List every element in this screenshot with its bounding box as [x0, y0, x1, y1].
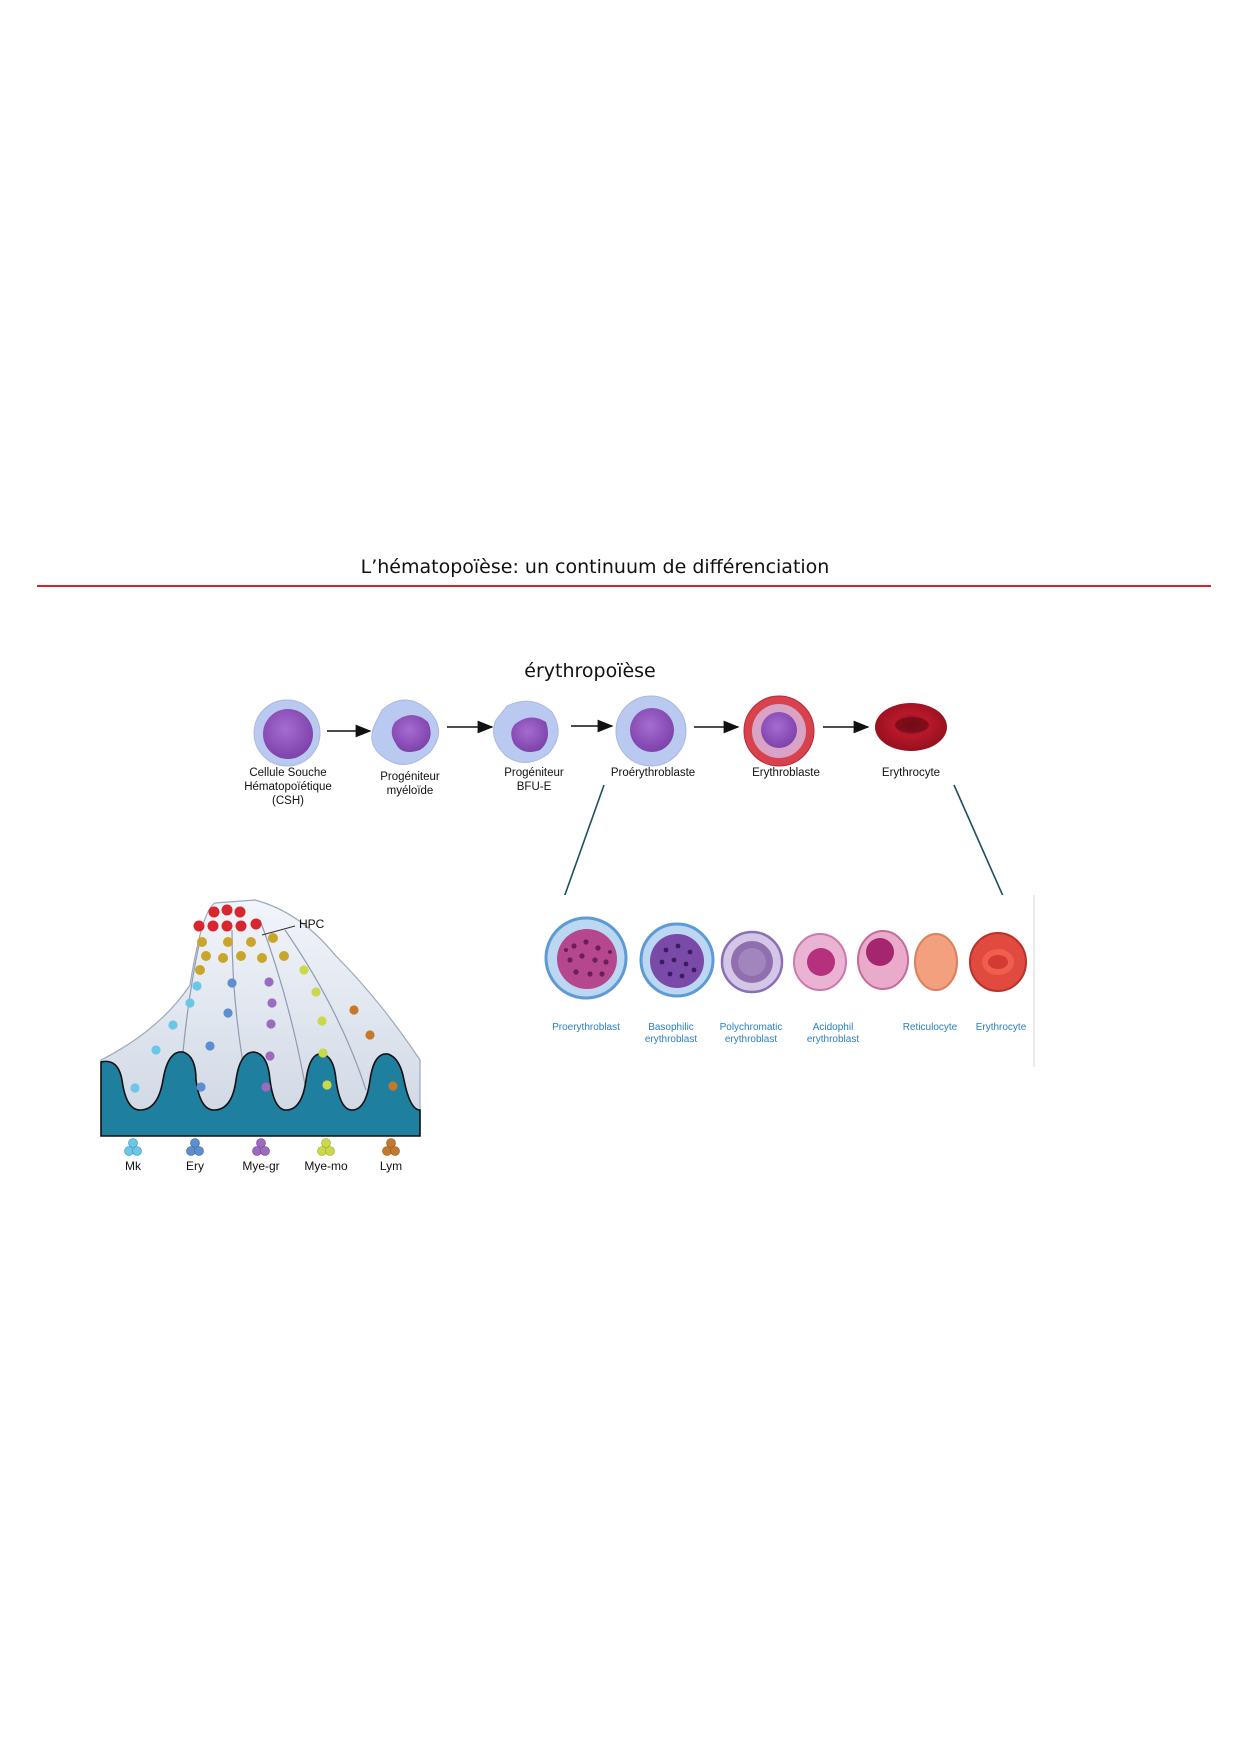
legend-mye-gr-dots [252, 1138, 270, 1156]
legend-lym-dots [382, 1138, 400, 1156]
detail-reticulocyte-nucleus-exit [857, 930, 909, 990]
hsc-cell [253, 699, 321, 767]
stage-label-erythrocyte: Erythrocyte [881, 767, 941, 779]
legend-label-mye-mo: Mye-mo [304, 1159, 348, 1173]
detail-label-acidophil: Acidophil erythroblast [806, 1022, 860, 1045]
stage-label-myeloid-progenitor: Progéniteur myéloïde [380, 771, 440, 797]
detail-label-reticulocyte: Reticulocyte [902, 1022, 958, 1033]
hpc-label: HPC [299, 917, 325, 931]
section-title: érythropoïèse [524, 660, 656, 682]
legend-label-lym: Lym [379, 1159, 403, 1173]
detail-label-erythrocyte: Erythrocyte [975, 1022, 1027, 1033]
stage-label-hsc: Cellule Souche Hématopoïétique (CSH) [244, 767, 332, 807]
legend-mk-dots [124, 1138, 142, 1156]
proerythroblast-cell [615, 695, 687, 767]
detail-label-basophilic: Basophilic erythroblast [644, 1022, 698, 1045]
detail-label-proerythroblast: Proerythroblast [552, 1022, 620, 1033]
waddington-landscape [100, 899, 421, 1137]
multipotent-cells [195, 933, 289, 975]
stage-label-bfu-e: Progéniteur BFU-E [504, 767, 564, 793]
legend-label-mye-gr: Mye-gr [242, 1159, 280, 1173]
detail-acidophil-erythroblast [793, 933, 847, 991]
detail-polychromatic-erythroblast [720, 930, 784, 994]
stage-label-proerythroblast: Proérythroblaste [610, 767, 696, 779]
detail-proerythroblast [544, 916, 628, 1000]
detail-erythrocyte [969, 932, 1027, 992]
erythroblast-cell [743, 695, 815, 767]
lineage-cells [130, 965, 398, 1093]
legend-ery-dots [186, 1138, 204, 1156]
title-divider [37, 585, 1211, 587]
legend-label-ery: Ery [186, 1159, 204, 1173]
detail-label-polychromatic: Polychromatic erythroblast [719, 1022, 783, 1045]
page-title: L’hématopoïèse: un continuum de différen… [360, 556, 830, 578]
detail-reticulocyte [914, 933, 958, 991]
bfu-e-cell [493, 700, 559, 763]
detail-basophilic-erythroblast [639, 922, 715, 998]
legend-label-mk: Mk [125, 1159, 141, 1173]
hpc-cells [193, 904, 262, 932]
erythrocyte-cell [875, 703, 947, 751]
legend-mye-mo-dots [317, 1138, 335, 1156]
stage-label-erythroblast: Erythroblaste [752, 767, 820, 779]
myeloid-progenitor-cell [371, 699, 439, 765]
